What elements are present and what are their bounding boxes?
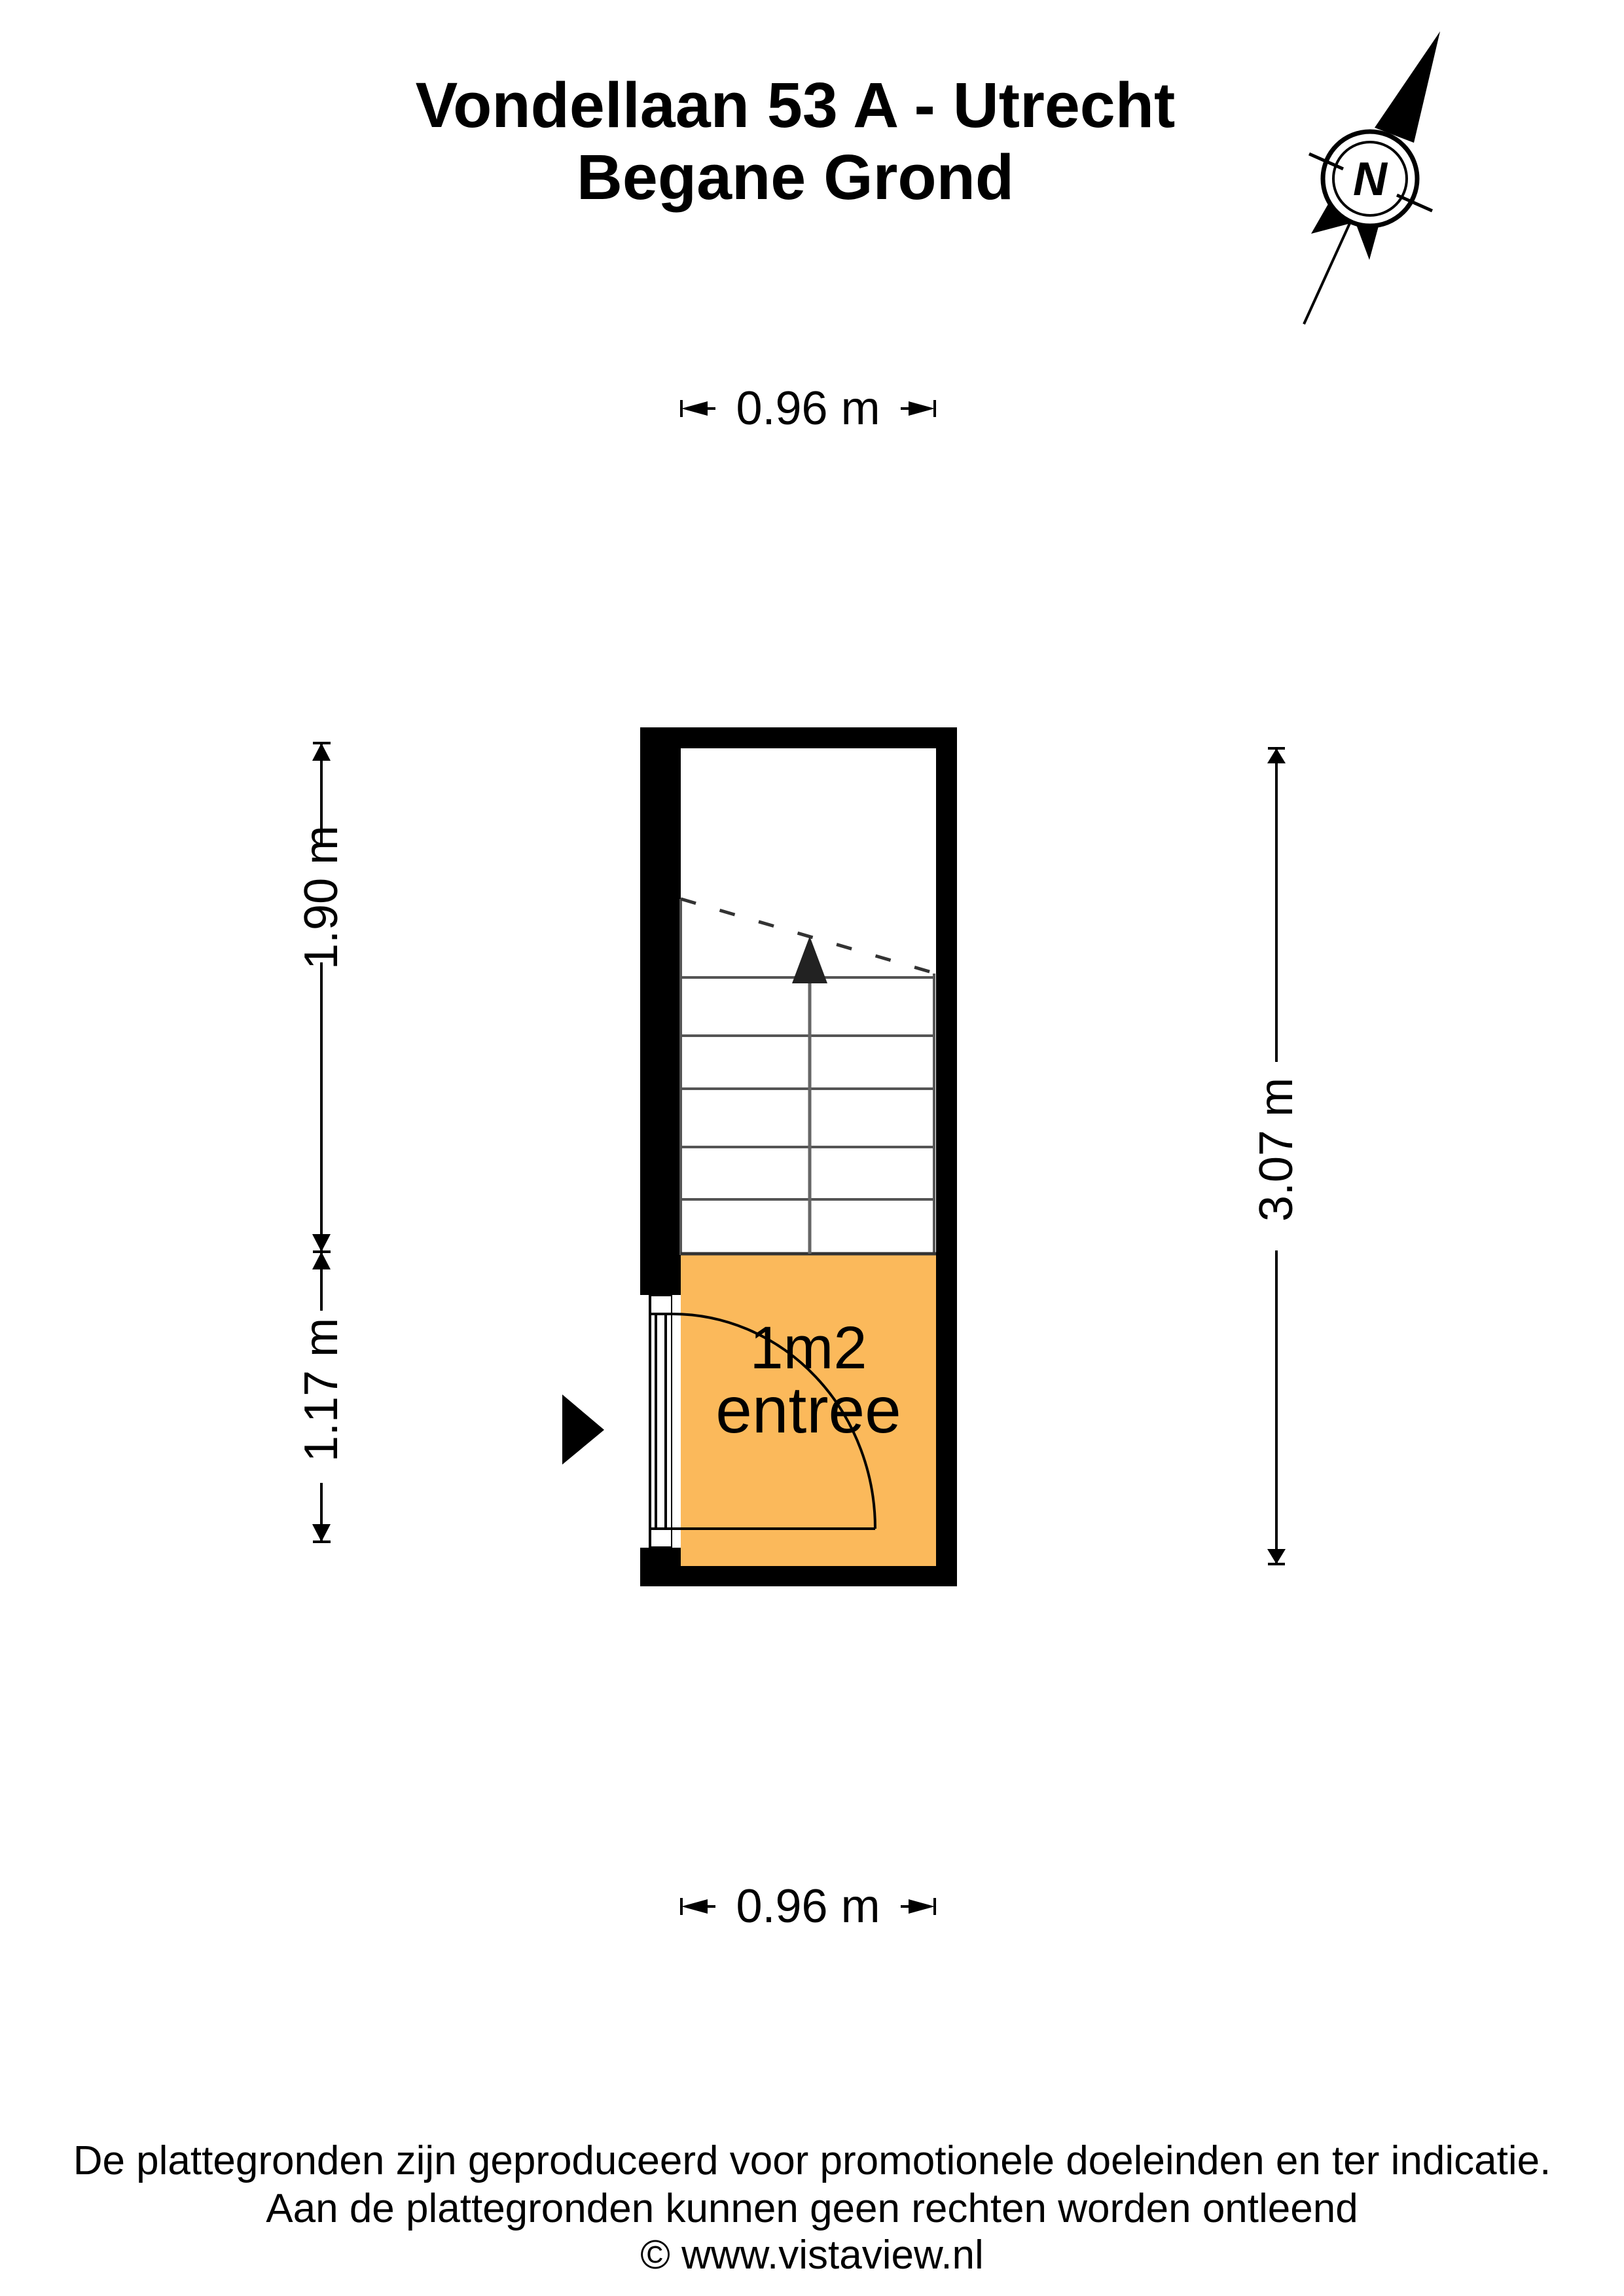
dimension-top-width: 0.96 m <box>680 379 936 438</box>
dimension-label: 0.96 m <box>736 382 880 435</box>
dimension-left-upper: 1.90 m <box>295 825 348 970</box>
entrance-door <box>649 1294 876 1549</box>
stair-arrow-icon <box>792 936 827 983</box>
staircase <box>679 897 937 1256</box>
dimension-left-lower: 1.17 m <box>295 1317 348 1462</box>
room-name-label: entree <box>715 1374 901 1447</box>
room-area-label: 1m2 <box>749 1315 867 1381</box>
floor-name: Begane Grond <box>576 141 1015 213</box>
dimension-arrow-left-icon <box>680 400 715 417</box>
compass-label: N <box>1353 153 1388 206</box>
dimension-label: 0.96 m <box>736 1880 880 1933</box>
disclaimer-line-2: Aan de plattegronden kunnen geen rechten… <box>266 2186 1358 2231</box>
dimension-arrow-right-icon <box>901 400 936 417</box>
dimension-right-total: 3.07 m <box>1250 1077 1303 1222</box>
page-title: Vondellaan 53 A - Utrecht <box>415 69 1176 141</box>
walls <box>640 727 957 1586</box>
entrance-arrow-icon <box>562 1394 604 1465</box>
north-arrow-icon: N <box>1303 31 1440 325</box>
dimension-arrow-left-icon <box>680 1898 715 1915</box>
right-dimension <box>1267 747 1286 1565</box>
room-entree <box>681 1255 936 1566</box>
disclaimer-line-1: De plattegronden zijn geproduceerd voor … <box>73 2138 1551 2183</box>
dimension-bottom-width: 0.96 m <box>680 1877 936 1936</box>
left-dimension <box>312 742 331 1543</box>
dimension-arrow-right-icon <box>901 1898 936 1915</box>
copyright-link[interactable]: © www.vistaview.nl <box>640 2232 984 2278</box>
